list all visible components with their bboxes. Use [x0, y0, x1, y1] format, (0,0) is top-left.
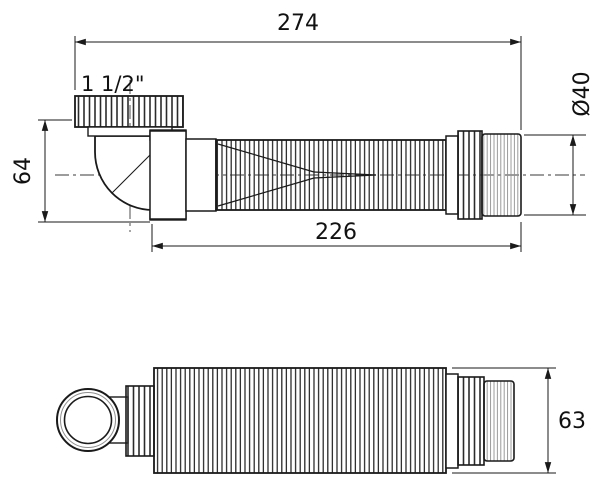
outlet-sleeve — [185, 138, 217, 212]
top-view: 274 1 1/2" 64 226 Ø40 — [11, 11, 595, 252]
dim-label-inlet-height: 64 — [11, 157, 36, 185]
end-sleeve-bottom — [483, 380, 515, 462]
dim-label-overall-length: 274 — [277, 11, 319, 36]
end-knurled-nut-bottom — [457, 376, 485, 466]
end-sleeve — [481, 133, 522, 217]
dim-inlet-height: 64 — [11, 119, 150, 223]
end-transition-ring-bottom — [445, 373, 459, 469]
dim-label-outlet-diameter: Ø40 — [570, 71, 595, 116]
dim-coil-diameter: 63 — [452, 367, 586, 474]
dim-label-flexible-length: 226 — [315, 220, 357, 245]
corrugated-body — [153, 367, 447, 474]
mouth-inner-circle — [63, 395, 113, 445]
dim-overall-length: 274 — [74, 11, 522, 130]
mouth-rim-circle — [60, 392, 116, 448]
end-knurled-nut — [457, 130, 483, 220]
inlet-nut — [74, 95, 184, 128]
dim-label-thread-size: 1 1/2" — [81, 72, 145, 96]
dim-outlet-diameter: Ø40 — [524, 71, 595, 216]
end-transition-ring — [445, 135, 459, 215]
dim-label-coil-diameter: 63 — [558, 409, 586, 434]
bottom-view: 63 — [56, 367, 586, 474]
collar-knurled-nut — [125, 385, 155, 457]
union-nut — [149, 130, 187, 220]
dim-flexible-length: 226 — [151, 220, 522, 252]
corrugated-tube — [215, 139, 447, 211]
internal-funnel — [217, 143, 377, 207]
